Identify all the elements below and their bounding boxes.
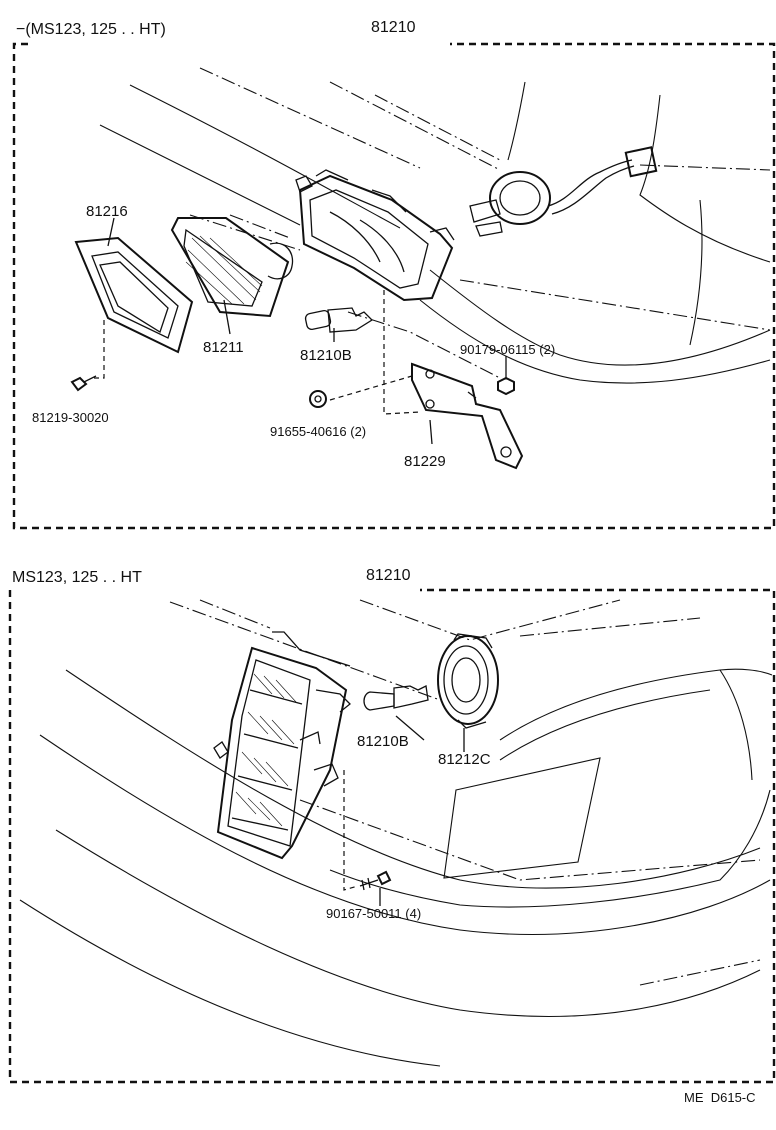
bottom-bulb-drawing [363, 685, 429, 711]
housing-drawing [295, 169, 455, 302]
bottom-assembly-number: 81210 [366, 567, 411, 584]
top-header: −(MS123, 125 . . HT) [16, 21, 166, 38]
top-panel [12, 42, 776, 530]
top-body-lines [99, 67, 771, 384]
label-81219-30020: 81219-30020 [32, 410, 109, 425]
label-90167-50011: 90167-50011 (4) [326, 906, 421, 921]
footer-code: ME D615-C [684, 1090, 756, 1105]
bottom-socket-drawing [437, 633, 499, 729]
bottom-screw-drawing [359, 870, 392, 891]
top-panel-border [12, 42, 776, 530]
screw-81219-drawing [70, 375, 97, 392]
bottom-panel [8, 588, 776, 1084]
label-81210B-bottom: 81210B [357, 733, 409, 750]
socket-connector-drawing [469, 146, 658, 237]
bracket-81229-drawing [411, 362, 524, 470]
bulb-81210B-drawing [304, 307, 374, 333]
label-81211: 81211 [203, 339, 244, 356]
label-90179-06115: 90179-06115 (2) [460, 342, 555, 357]
label-81216: 81216 [86, 203, 128, 220]
label-81212C: 81212C [438, 751, 491, 768]
bottom-body-lines [19, 599, 773, 1067]
label-91655-40616: 91655-40616 (2) [270, 424, 366, 439]
label-81210B-top: 81210B [300, 347, 352, 364]
frame-81216-drawing [74, 236, 194, 354]
bottom-leaders [343, 715, 465, 906]
lens-81211-drawing [170, 217, 294, 318]
top-leaders [92, 217, 507, 445]
bottom-panel-border [8, 588, 776, 1084]
top-assembly-number: 81210 [371, 19, 416, 36]
label-81229: 81229 [404, 453, 446, 470]
bottom-header: MS123, 125 . . HT [12, 569, 142, 586]
fog-lamp-drawing [213, 631, 351, 860]
